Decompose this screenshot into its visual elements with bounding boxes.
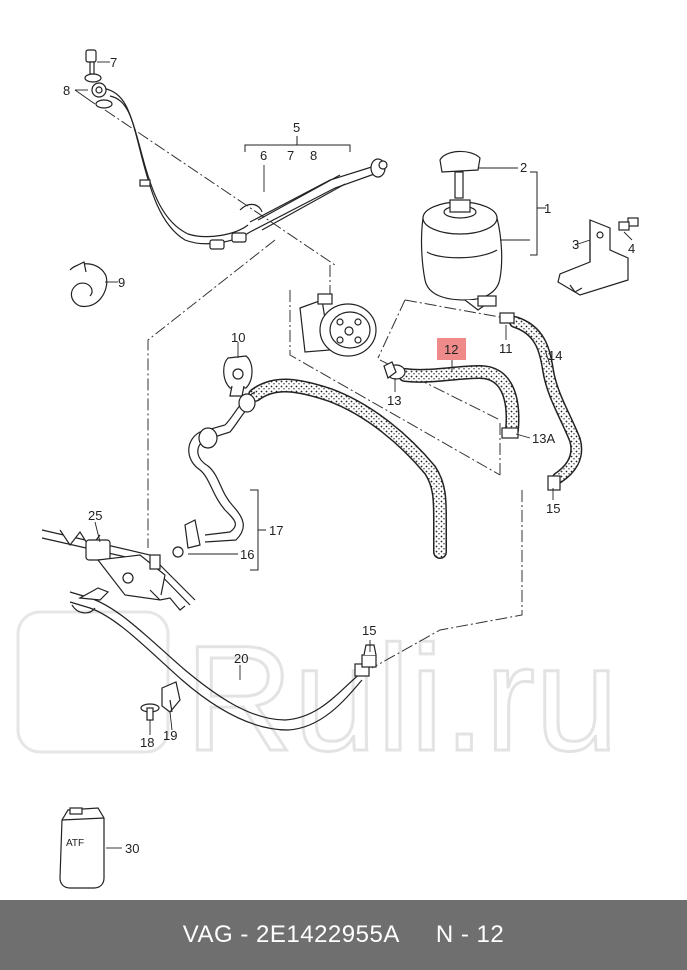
steering-rack [41, 529, 196, 611]
diagram-reference: N - 12 [435, 921, 505, 948]
highlight-box [437, 338, 466, 360]
callout-25: 25 [88, 508, 102, 523]
clamp-19 [161, 681, 181, 713]
hard-line-17 [172, 391, 256, 558]
callout-13: 13 [387, 393, 401, 408]
group-brackets [244, 136, 546, 571]
callout-labels: 7 8 5 6 7 8 2 1 3 4 9 10 12 11 14 13 13A… [63, 55, 635, 856]
callout-2: 2 [520, 160, 527, 175]
reservoir [420, 150, 503, 311]
callout-20: 20 [234, 651, 248, 666]
callout-leaders [74, 61, 633, 849]
return-hose-long [248, 378, 447, 559]
callout-19: 19 [163, 728, 177, 743]
part-number-footer: VAG - 2E1422955A N - 12 [0, 900, 687, 970]
callout-7: 7 [287, 148, 294, 163]
banjo-bolt-assembly [84, 49, 113, 109]
power-steering-pump [299, 293, 377, 357]
callout-8-top: 8 [63, 83, 70, 98]
suction-hose-12 [383, 361, 520, 439]
clamp-9 [69, 261, 108, 308]
callout-11: 11 [499, 341, 513, 356]
callout-10: 10 [231, 330, 245, 345]
callout-4: 4 [628, 241, 635, 256]
callout-5: 5 [293, 120, 300, 135]
parts-diagram: Ruli.ru [16, 49, 639, 889]
clamp-10 [223, 355, 253, 397]
callout-6: 6 [260, 148, 267, 163]
callout-13a: 13A [532, 431, 555, 446]
callout-16: 16 [240, 547, 254, 562]
callout-12: 12 [444, 342, 458, 357]
callout-7-top: 7 [110, 55, 117, 70]
callout-17: 17 [269, 523, 283, 538]
callout-15-lower: 15 [362, 623, 376, 638]
bolt-18 [140, 703, 160, 721]
callout-14: 14 [548, 348, 562, 363]
callout-1: 1 [544, 201, 551, 216]
bottle-label: ATF [66, 838, 84, 849]
watermark-text: Ruli.ru [185, 614, 618, 782]
return-hose-14 [499, 312, 583, 491]
cooling-pipes-20 [69, 587, 370, 731]
pressure-line-upper [101, 87, 388, 250]
part-number: VAG - 2E1422955A [182, 921, 400, 948]
watermark: Ruli.ru [16, 610, 620, 784]
callout-30: 30 [125, 841, 139, 856]
callout-3: 3 [572, 237, 579, 252]
callout-15-upper: 15 [546, 501, 560, 516]
callout-18: 18 [140, 735, 154, 750]
callout-8: 8 [310, 148, 317, 163]
atf-bottle: ATF [59, 807, 105, 889]
bracket-3 [557, 217, 639, 296]
callout-9: 9 [118, 275, 125, 290]
